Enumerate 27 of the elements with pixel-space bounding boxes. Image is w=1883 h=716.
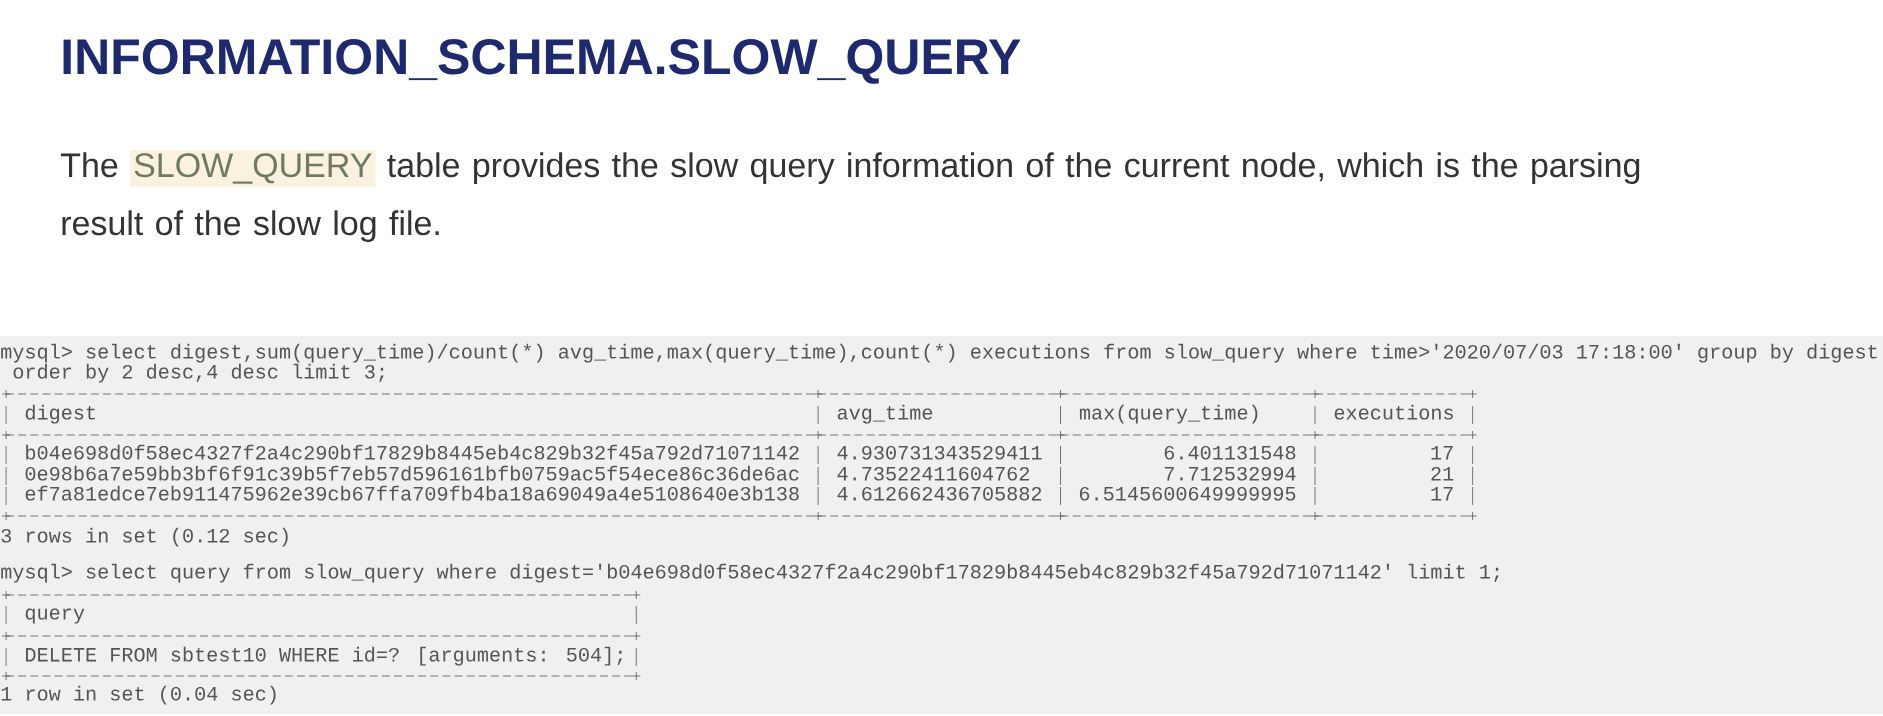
terminal-text: 1 row in set (0.04 sec) xyxy=(1,685,276,705)
terminal-text: order by 2 desc,4 desc limit 3; xyxy=(13,363,384,383)
terminal-text: count(*) executions from slow_query where time>'2020/07/03 17:18:00' group by digest xyxy=(862,343,1877,363)
terminal-text: digest xyxy=(25,404,96,424)
terminal-text: 4.930731343529411 xyxy=(837,445,1042,460)
body-text: The SLOW_QUERY table provides the slow query information of the current node, which is the parsing result of the slow log file. xyxy=(60,150,1640,242)
highlighted-term: SLOW_QUERY xyxy=(130,150,376,187)
terminal-text: 17 xyxy=(1431,487,1453,501)
terminal-text: query xyxy=(25,608,85,624)
terminal-text: 6.5145600649999995 xyxy=(1079,486,1296,501)
terminal-text: max(query_time) xyxy=(1079,404,1258,424)
terminal-text: 17 xyxy=(1431,446,1453,460)
terminal-text: 0e98b6a7e59bb3bf6f91c39b5f7eb57d596161bfb0759ac5f54ece86c36de6ac xyxy=(25,465,799,481)
terminal-text: 4.612662436705882 xyxy=(837,486,1042,501)
terminal-text: ef7a81edce7eb911475962e39cb67ffa709fb4ba18a69049a4e5108640e3b138 xyxy=(25,485,799,501)
terminal-text: 21 xyxy=(1431,466,1454,481)
terminal-text: 3 rows in set (0.12 sec) xyxy=(1,527,288,547)
terminal-text: mysql> select digest,sum(query_time)/count(*) avg_time,max(query_time), xyxy=(1,343,856,363)
terminal-text: mysql> select query from slow_query where digest='b04e698d0f58ec4327f2a4c290bf17829b8445eb4c829b32f45a792d71071142' limit 1; xyxy=(1,563,1499,583)
terminal-text: executions xyxy=(1334,404,1453,420)
terminal-text: DELETE FROM sbtest10 WHERE id=? [arguments: 504]; xyxy=(26,646,622,666)
terminal-text: b04e698d0f58ec4327f2a4c290bf17829b8445eb4c829b32f45a792d71071142 xyxy=(26,444,799,460)
terminal-text: avg_time xyxy=(837,404,933,424)
slide-title: INFORMATION_SCHEMA.SLOW_QUERY xyxy=(63,39,1021,84)
terminal-text: 7.712532994 xyxy=(1164,466,1296,481)
terminal-text: 6.401131548 xyxy=(1164,445,1296,460)
terminal-text: 4.73522411604762 xyxy=(837,466,1029,481)
